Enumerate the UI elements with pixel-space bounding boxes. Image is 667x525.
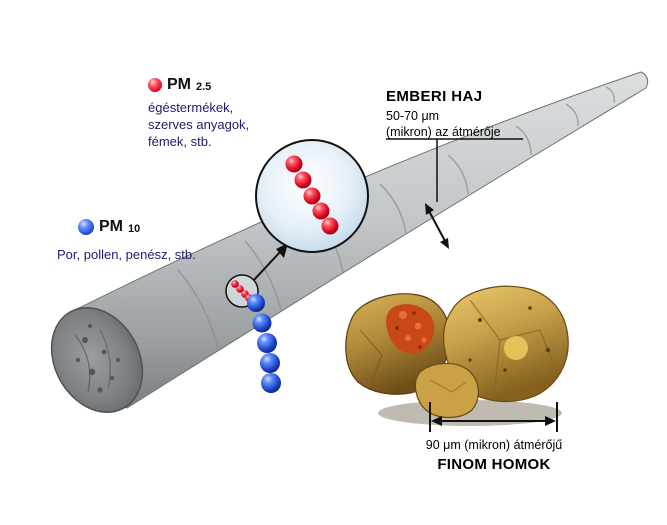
hair-size: 50-70 μm bbox=[386, 109, 440, 123]
pm25-particles bbox=[285, 155, 339, 235]
pm25-label-subscript: 2.5 bbox=[196, 81, 212, 93]
sand-title: FINOM HOMOK bbox=[437, 456, 551, 473]
pm25-label-text: PM bbox=[167, 76, 191, 93]
pm10-particle-chain bbox=[247, 294, 281, 393]
pm10-label: PM 10 bbox=[78, 218, 140, 236]
hair-cut-face bbox=[50, 307, 144, 413]
sand-size-note: 90 μm (mikron) átmérőjű bbox=[425, 438, 563, 452]
hair-diameter-arrow bbox=[386, 138, 523, 249]
sand-diameter-arrow bbox=[429, 402, 558, 432]
hair-label-block: EMBERI HAJ 50-70 μm (mikron) az átmérője bbox=[386, 88, 501, 139]
pm10-blue-sphere-icon bbox=[78, 219, 94, 235]
sand-grains-illustration bbox=[345, 285, 569, 426]
pm25-description: égéstermékek, szerves anyagok, fémek, st… bbox=[148, 99, 249, 150]
human-hair-illustration bbox=[50, 71, 649, 413]
pm10-description: Por, pollen, penész, stb. bbox=[57, 247, 196, 262]
hair-title: EMBERI HAJ bbox=[386, 88, 483, 105]
pm10-label-text: PM bbox=[99, 218, 123, 235]
hair-size-note: (mikron) az átmérője bbox=[386, 125, 501, 139]
pm25-description-line: fémek, stb. bbox=[148, 134, 212, 149]
pm25-red-sphere-icon bbox=[148, 78, 162, 92]
pm25-label: PM 2.5 bbox=[148, 76, 249, 94]
zoom-arrow bbox=[253, 243, 288, 281]
pm10-label-subscript: 10 bbox=[128, 223, 141, 235]
pm25-description-line: szerves anyagok, bbox=[148, 117, 250, 132]
sand-label-block: 90 μm (mikron) átmérőjű FINOM HOMOK bbox=[380, 438, 608, 473]
pm25-block: PM 2.5 égéstermékek, szerves anyagok, fém… bbox=[148, 76, 249, 150]
pm25-description-line: égéstermékek, bbox=[148, 100, 234, 115]
pm25-zoom-circle bbox=[255, 139, 369, 253]
